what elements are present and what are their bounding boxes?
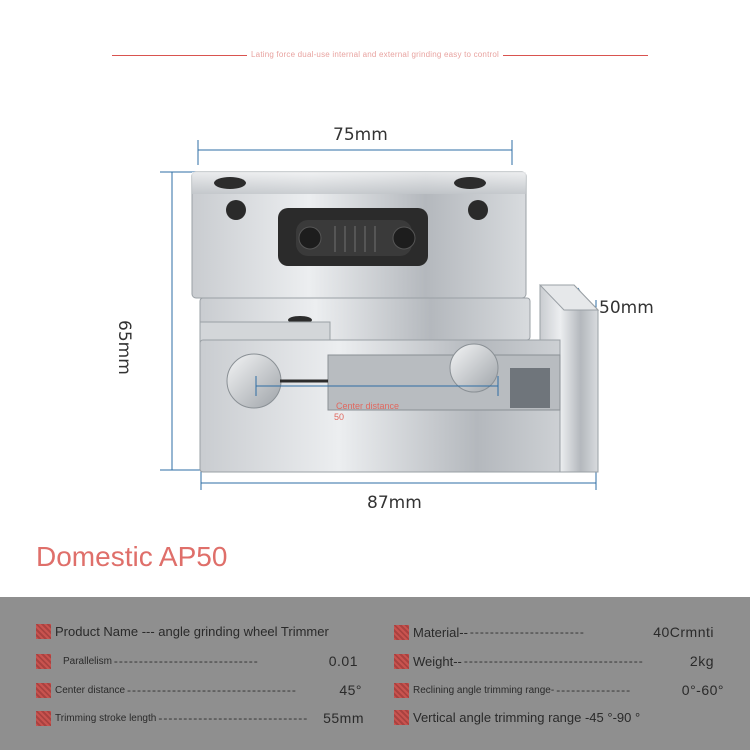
spec-vertical-angle: Vertical angle trimming range -45 °-90 ° <box>394 710 724 725</box>
bullet-icon <box>36 624 51 639</box>
spec-trimming-stroke: Trimming stroke length -----------------… <box>36 710 364 726</box>
spec-panel: Product Name --- angle grinding wheel Tr… <box>0 597 750 750</box>
bullet-icon <box>394 653 409 669</box>
bullet-icon <box>394 624 409 640</box>
center-distance-note: Center distance <box>336 401 400 411</box>
center-distance-value: 50 <box>334 412 345 422</box>
bullet-icon <box>394 710 409 725</box>
bullet-icon <box>36 653 51 669</box>
bullet-icon <box>394 682 409 698</box>
base-block <box>199 284 600 473</box>
spec-material: Material-- ----------------------- 40Crm… <box>394 624 714 640</box>
product-image <box>160 140 600 490</box>
center-distance-marker <box>255 376 499 396</box>
dimension-height: 65mm <box>114 320 134 375</box>
spec-reclining-angle: Reclining angle trimming range- --------… <box>394 682 724 698</box>
bullet-icon <box>36 710 51 726</box>
model-title: Domestic AP50 <box>36 541 228 572</box>
dimension-width-top: 75mm <box>333 125 388 145</box>
spec-center-distance: Center distance ------------------------… <box>36 682 362 698</box>
spec-weight: Weight-- -------------------------------… <box>394 653 714 669</box>
dimension-depth: 50mm <box>599 298 654 318</box>
dimension-width-bottom: 87mm <box>367 493 422 513</box>
bullet-icon <box>36 682 51 698</box>
banner-slogan: Lating force dual-use internal and exter… <box>0 50 750 59</box>
spec-product-name: Product Name --- angle grinding wheel Tr… <box>36 624 366 639</box>
top-block <box>191 171 527 299</box>
spec-parallelism: Parallelism ----------------------------… <box>36 653 358 669</box>
